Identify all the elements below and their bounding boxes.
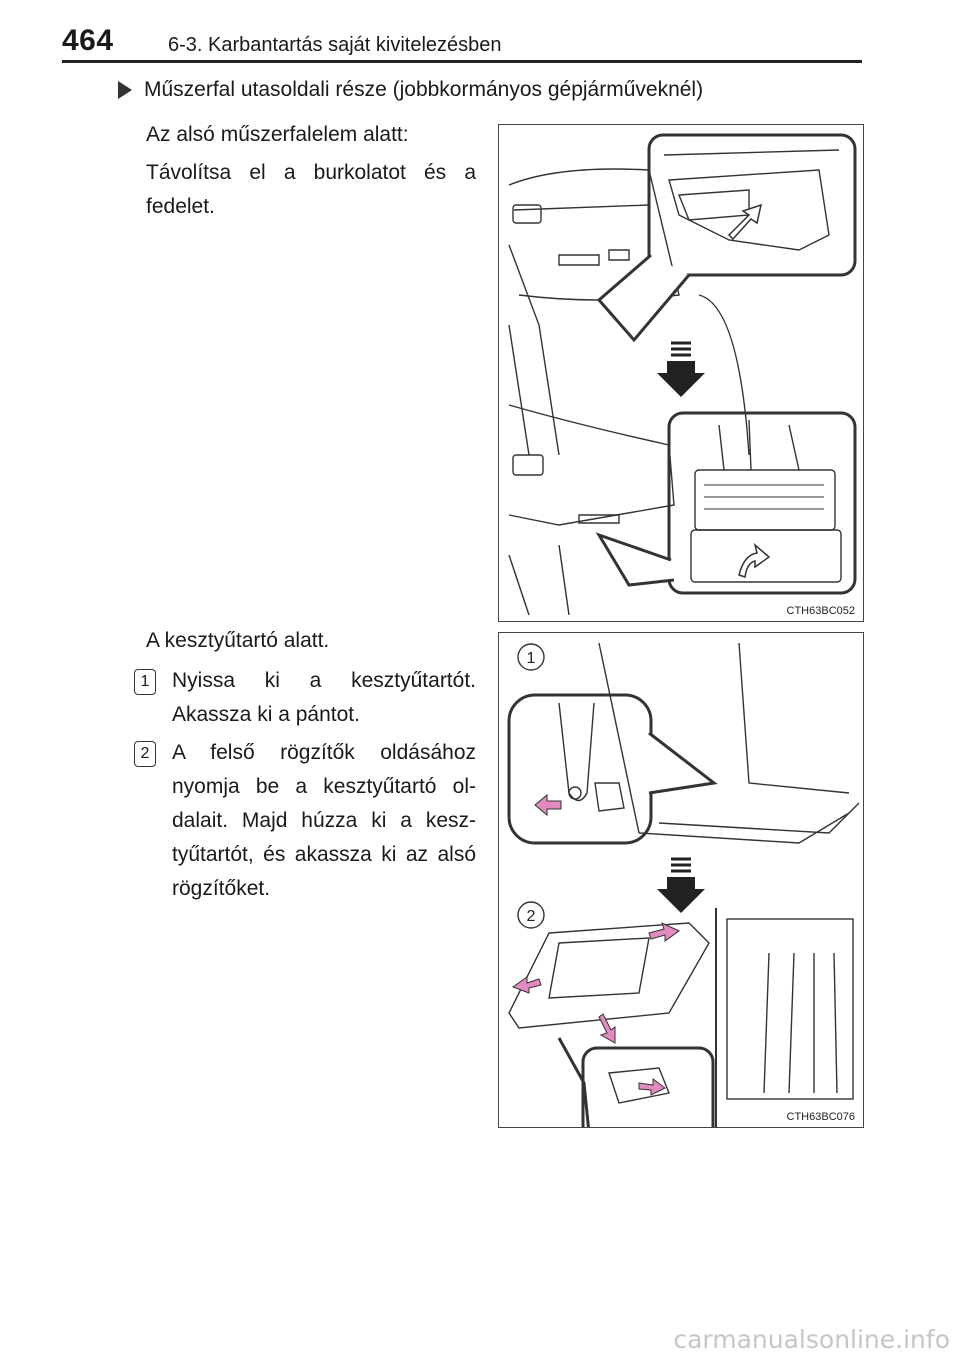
- step-2-text: A felső rögzítők oldásához nyomja be a k…: [172, 741, 476, 900]
- figure-code-1: CTH63BC052: [786, 605, 855, 617]
- figure-dashboard-cover: CTH63BC052: [498, 124, 864, 622]
- figure-glovebox: 1 2 CTH63BC076: [498, 632, 864, 1128]
- step-number-2: 2: [134, 741, 156, 767]
- step-1-text: Nyissa ki a kesztyűtartót. Akassza ki a …: [172, 669, 476, 726]
- glovebox-illustration: 1 2: [507, 642, 860, 1127]
- header-rule: [62, 60, 862, 63]
- callout-number-2: 2: [527, 908, 536, 925]
- callout-number-1: 1: [527, 650, 536, 667]
- paragraph-lower-panel: Az alsó műszerfalelem alatt:: [146, 123, 409, 146]
- figure-code-2: CTH63BC076: [786, 1111, 855, 1123]
- step-1: 1 Nyissa ki a kesztyűtartót. Akassza ki …: [134, 664, 476, 732]
- section-title: 6-3. Karbantartás saját kivitelezésben: [168, 34, 502, 56]
- paragraph-glovebox: A kesztyűtartó alatt.: [146, 629, 330, 652]
- watermark: carmanualsonline.info: [673, 1325, 950, 1354]
- bullet-heading-text: Műszerfal utasoldali része (jobbkormányo…: [144, 78, 704, 101]
- paragraph-remove-cover: Távolítsa el a burkolatot és a fedelet.: [146, 161, 476, 218]
- triangle-bullet-icon: [118, 81, 132, 99]
- page-number: 464: [62, 24, 114, 57]
- step-2: 2 A felső rögzítők oldásához nyomja be a…: [134, 736, 476, 906]
- dashboard-illustration: [508, 133, 857, 616]
- bullet-heading: Műszerfal utasoldali része (jobbkormányo…: [118, 78, 703, 102]
- step-number-1: 1: [134, 669, 156, 695]
